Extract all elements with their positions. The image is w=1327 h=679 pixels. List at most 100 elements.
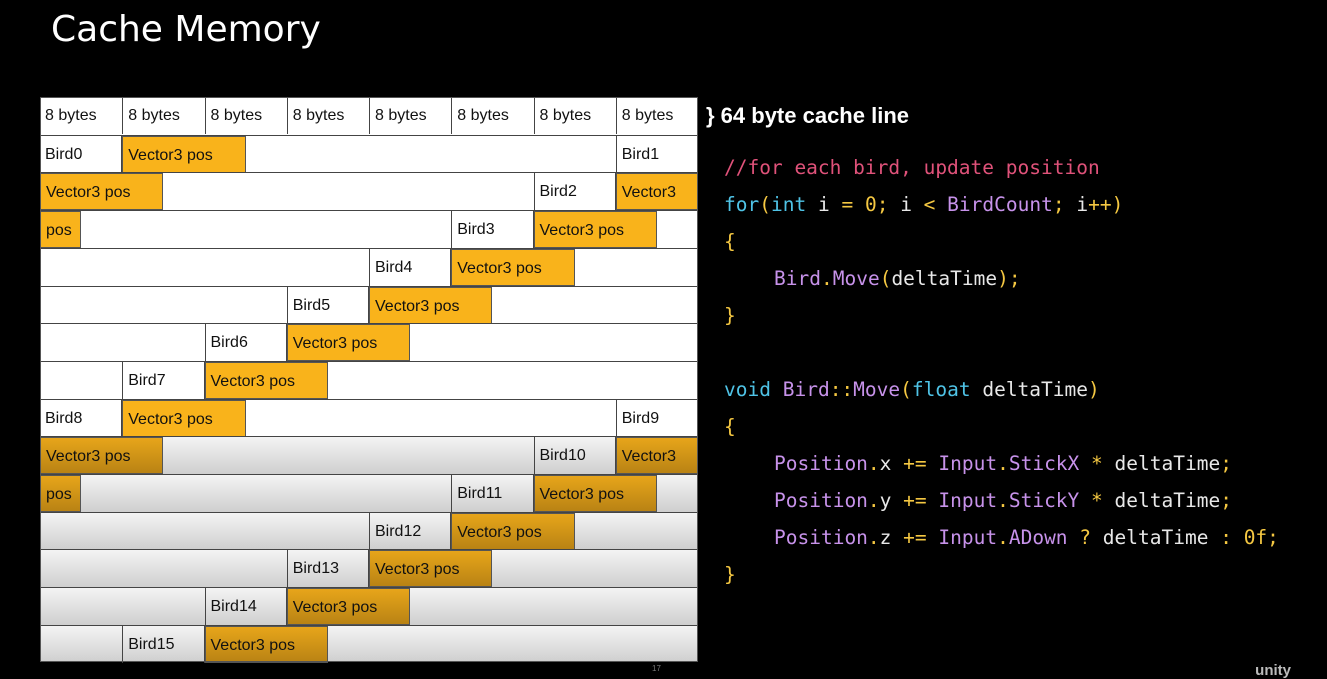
code-line: [724, 334, 1279, 371]
vector3-pos-cell: Vector3 pos: [40, 173, 164, 211]
code-token: StickX: [1008, 452, 1080, 475]
code-token: y: [879, 489, 904, 512]
bird-cell: Bird2: [533, 173, 616, 211]
code-token: z: [879, 526, 904, 549]
vector3-pos-cell: Vector3 pos: [369, 286, 493, 324]
code-token: +=: [903, 526, 927, 549]
code-line: Position.z += Input.ADown ? deltaTime : …: [724, 519, 1279, 556]
code-token: [1068, 526, 1080, 549]
header-cell: 8 bytes: [615, 97, 698, 134]
unity-logo: unity: [1255, 662, 1291, 679]
code-line: {: [724, 223, 1279, 260]
code-line: Position.y += Input.StickY * deltaTime;: [724, 482, 1279, 519]
code-token: Move: [832, 267, 880, 290]
bird-cell: Bird0: [40, 135, 123, 173]
code-token: ;: [1267, 526, 1279, 549]
header-cell: 8 bytes: [369, 97, 451, 134]
header-cell: 8 bytes: [286, 97, 369, 134]
bird-cell: Bird12: [369, 512, 452, 550]
bird-cell: Bird14: [204, 588, 287, 626]
code-token: ADown: [1008, 526, 1068, 549]
code-token: [927, 489, 939, 512]
bird-cell: Bird6: [204, 324, 287, 362]
vector3-pos-cell: Vector3 pos: [204, 361, 328, 399]
code-line: }: [724, 556, 1279, 593]
code-line: for(int i = 0; i < BirdCount; i++): [724, 186, 1279, 223]
vector3-pos-cell: Vector3: [615, 437, 698, 475]
code-token: =: [841, 193, 854, 216]
code-token: i: [806, 193, 842, 216]
bird-cell: Bird4: [369, 248, 452, 286]
code-token: Input: [938, 452, 998, 475]
vector3-pos-cell: Vector3 pos: [369, 550, 493, 588]
code-token: [935, 193, 947, 216]
code-token: Input: [938, 526, 998, 549]
code-line: void Bird::Move(float deltaTime): [724, 371, 1279, 408]
header-cell: 8 bytes: [204, 97, 287, 134]
code-token: [927, 452, 939, 475]
code-token: Bird: [774, 267, 821, 290]
code-token: +=: [903, 489, 927, 512]
code-token: .: [997, 452, 1009, 475]
code-token: ;: [1052, 193, 1077, 216]
code-token: i: [1076, 193, 1089, 216]
code-token: [1079, 452, 1091, 475]
code-token: //for each bird, update position: [724, 156, 1100, 179]
vector3-pos-cell: pos: [40, 475, 82, 512]
code-token: +=: [903, 452, 927, 475]
code-token: BirdCount: [947, 193, 1053, 216]
code-token: Input: [938, 489, 998, 512]
code-token: *: [1091, 452, 1103, 475]
code-token: deltaTime: [1091, 526, 1221, 549]
code-token: (: [900, 378, 912, 401]
code-line: {: [724, 408, 1279, 445]
code-token: deltaTime: [891, 267, 998, 290]
code-token: ?: [1079, 526, 1092, 549]
header-cell: 8 bytes: [533, 97, 616, 134]
code-token: .: [997, 526, 1009, 549]
code-token: for: [724, 193, 760, 216]
code-token: deltaTime: [970, 378, 1088, 401]
code-token: Position: [774, 489, 868, 512]
vector3-pos-cell: Vector3 pos: [286, 588, 411, 626]
code-token: i: [900, 193, 924, 216]
vector3-pos-cell: Vector3 pos: [451, 512, 575, 550]
code-token: ): [1111, 193, 1124, 216]
bird-cell: Bird13: [286, 550, 369, 588]
bird-cell: Bird11: [451, 475, 534, 512]
bird-cell: Bird1: [615, 135, 698, 173]
code-line: }: [724, 297, 1279, 334]
code-token: .: [997, 489, 1009, 512]
code-line: //for each bird, update position: [724, 149, 1279, 186]
code-token: [1079, 489, 1091, 512]
code-token: {: [724, 415, 736, 438]
code-token: void: [724, 378, 771, 401]
code-token: Position: [774, 526, 868, 549]
code-token: .: [867, 526, 880, 549]
code-token: x: [879, 452, 904, 475]
code-token: }: [724, 304, 736, 327]
code-token: float: [911, 378, 971, 401]
header-cell: 8 bytes: [451, 97, 533, 134]
vector3-pos-cell: Vector3: [615, 173, 698, 211]
code-line: Bird.Move(deltaTime);: [724, 260, 1279, 297]
code-token: Move: [853, 378, 901, 401]
code-token: ;: [1220, 489, 1232, 512]
code-token: {: [724, 230, 736, 253]
code-token: ++: [1088, 193, 1112, 216]
bird-cell: Bird7: [122, 361, 205, 399]
code-token: int: [770, 193, 807, 216]
bird-cell: Bird5: [286, 286, 369, 324]
code-token: 0: [864, 193, 877, 216]
code-token: *: [1091, 489, 1103, 512]
code-token: deltaTime: [1102, 489, 1221, 512]
code-token: ): [1088, 378, 1100, 401]
code-token: [771, 378, 783, 401]
